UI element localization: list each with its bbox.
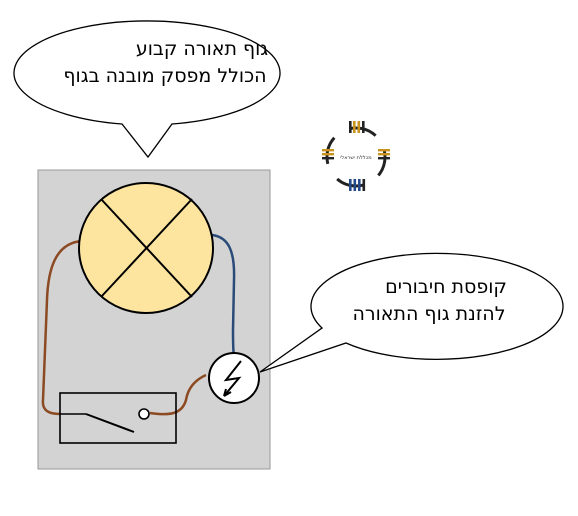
junction-box-callout-line1: קופסת חיבורים [385, 276, 507, 298]
college-logo: מכללת ישראלי [322, 121, 390, 191]
brown-wire-switch [149, 373, 207, 416]
junction-box-callout: קופסת חיבורים להזנת גוף התאורה [259, 252, 564, 373]
switch-symbol [59, 392, 177, 444]
fixture-callout-line2: הכולל מפסק מובנה בגוף [63, 65, 266, 87]
junction-box-symbol [208, 352, 260, 404]
brown-wire-left [41, 239, 83, 416]
junction-box-callout-line2: להזנת גוף התאורה [352, 303, 505, 325]
lamp-symbol [78, 182, 214, 314]
logo-text: מכללת ישראלי [340, 155, 371, 161]
fixture-callout: גוף תאורה קבוע הכולל מפסק מובנה בגוף [13, 20, 281, 159]
blue-wire-right [211, 233, 236, 358]
fixture-callout-line1: גוף תאורה קבוע [136, 38, 268, 60]
